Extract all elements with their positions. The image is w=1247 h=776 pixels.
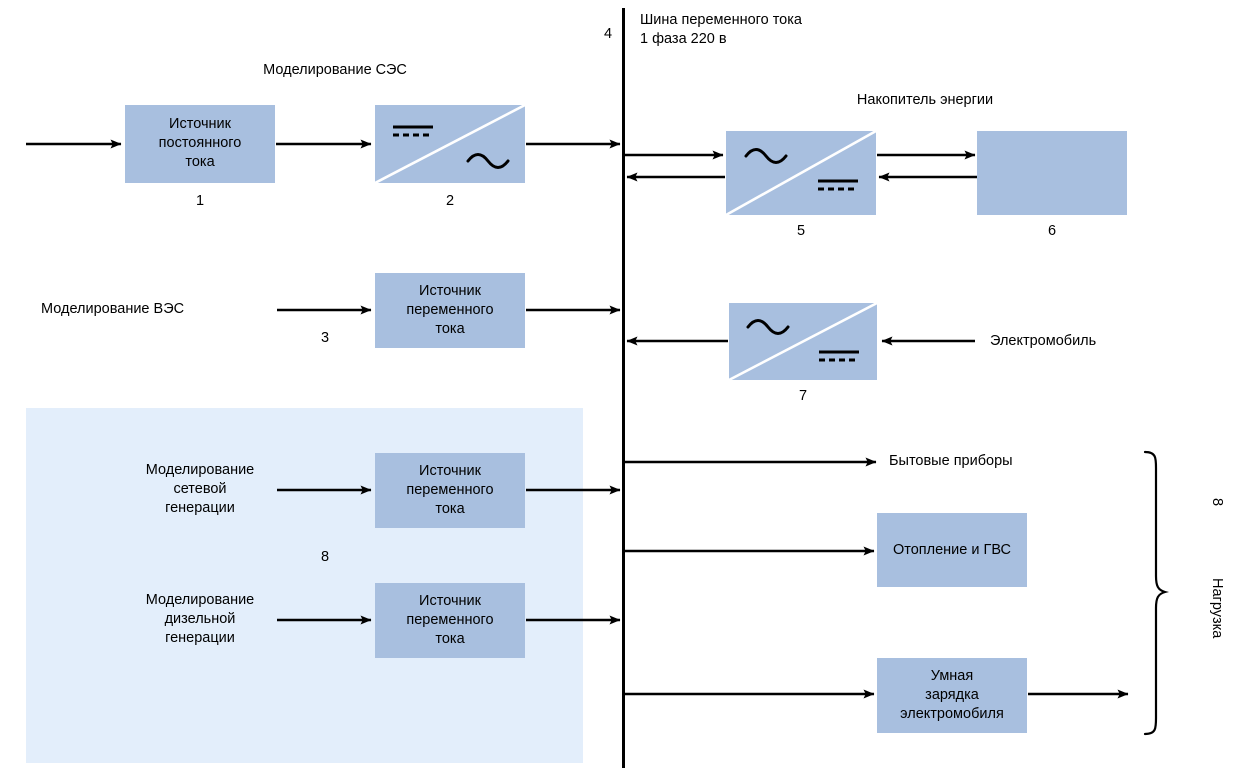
load-group-label: Нагрузка — [1209, 578, 1225, 639]
wind-model-label: Моделирование ВЭС — [41, 301, 185, 317]
heating-box — [877, 513, 1027, 587]
inverter-ev-ac-sine — [746, 319, 790, 335]
inverter-ev-number: 7 — [798, 388, 808, 404]
dc-source-number: 1 — [195, 193, 205, 209]
inverter-storage-number: 5 — [796, 223, 806, 239]
ac-source-wind-number: 3 — [320, 330, 330, 346]
generation-group-number: 8 — [320, 549, 330, 565]
load-group-brace — [1143, 450, 1169, 736]
pv-section-title: Моделирование СЭС — [263, 62, 407, 78]
inverter-pv-number: 2 — [445, 193, 455, 209]
smart-charging-box — [877, 658, 1027, 733]
dc-source-box — [125, 105, 275, 183]
load-group-number: 8 — [1209, 498, 1225, 507]
ac-source-wind-box — [375, 273, 525, 348]
ac-bus-caption-line2: 1 фаза 220 в — [640, 31, 727, 47]
inverter-pv-ac-sine — [466, 153, 510, 169]
ac-bus-number: 4 — [603, 26, 613, 42]
storage-section-title: Накопитель энергии — [856, 92, 994, 108]
appliances-label: Бытовые приборы — [889, 453, 1013, 469]
inverter-ev-divider — [728, 301, 878, 382]
inverter-pv-divider — [374, 103, 526, 185]
ac-source-grid-box — [375, 453, 525, 528]
battery-number: 6 — [1047, 223, 1057, 239]
inverter-storage-ac-sine — [744, 148, 788, 164]
inverter-storage-divider — [725, 129, 877, 217]
electric-vehicle-label: Электромобиль — [990, 333, 1097, 349]
battery-box — [977, 131, 1127, 215]
ac-bus-caption-line1: Шина переменного тока — [640, 12, 802, 28]
ac-source-diesel-box — [375, 583, 525, 658]
